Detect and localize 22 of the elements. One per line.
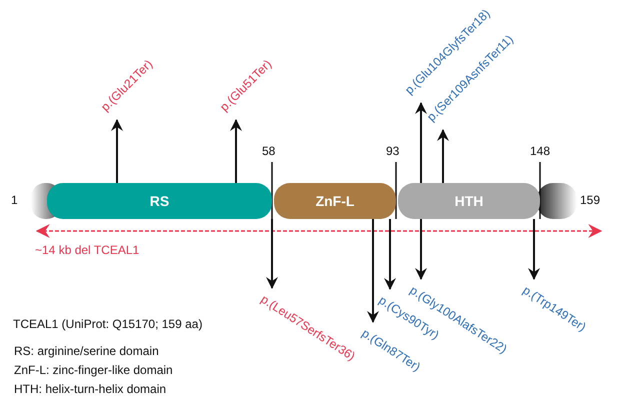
arrow [415,219,427,280]
domain-box: ZnF-L [274,183,396,219]
position-number: 1 [11,193,18,207]
legend-note: ZnF-L: zinc-finger-like domain [14,363,173,377]
position-number: 148 [530,144,550,158]
position-number: 93 [386,144,400,158]
arrow [415,102,427,183]
arrow [384,219,396,290]
arrow [230,119,242,183]
arrow [266,219,278,289]
position-number: 159 [580,193,600,207]
arrow [111,119,123,183]
position-number: 58 [262,144,276,158]
protein-caption: TCEAL1 (UniProt: Q15170; 159 aa) [13,317,202,331]
legend-note: RS: arginine/serine domain [14,344,159,358]
legend-note: HTH: helix-turn-helix domain [14,382,166,396]
domain-box: HTH [398,183,540,219]
arrow [437,129,449,183]
arrow [367,219,379,323]
domain-box: RS [47,183,272,219]
deletion-label: ~14 kb del TCEAL1 [35,243,140,257]
arrow [528,219,540,280]
